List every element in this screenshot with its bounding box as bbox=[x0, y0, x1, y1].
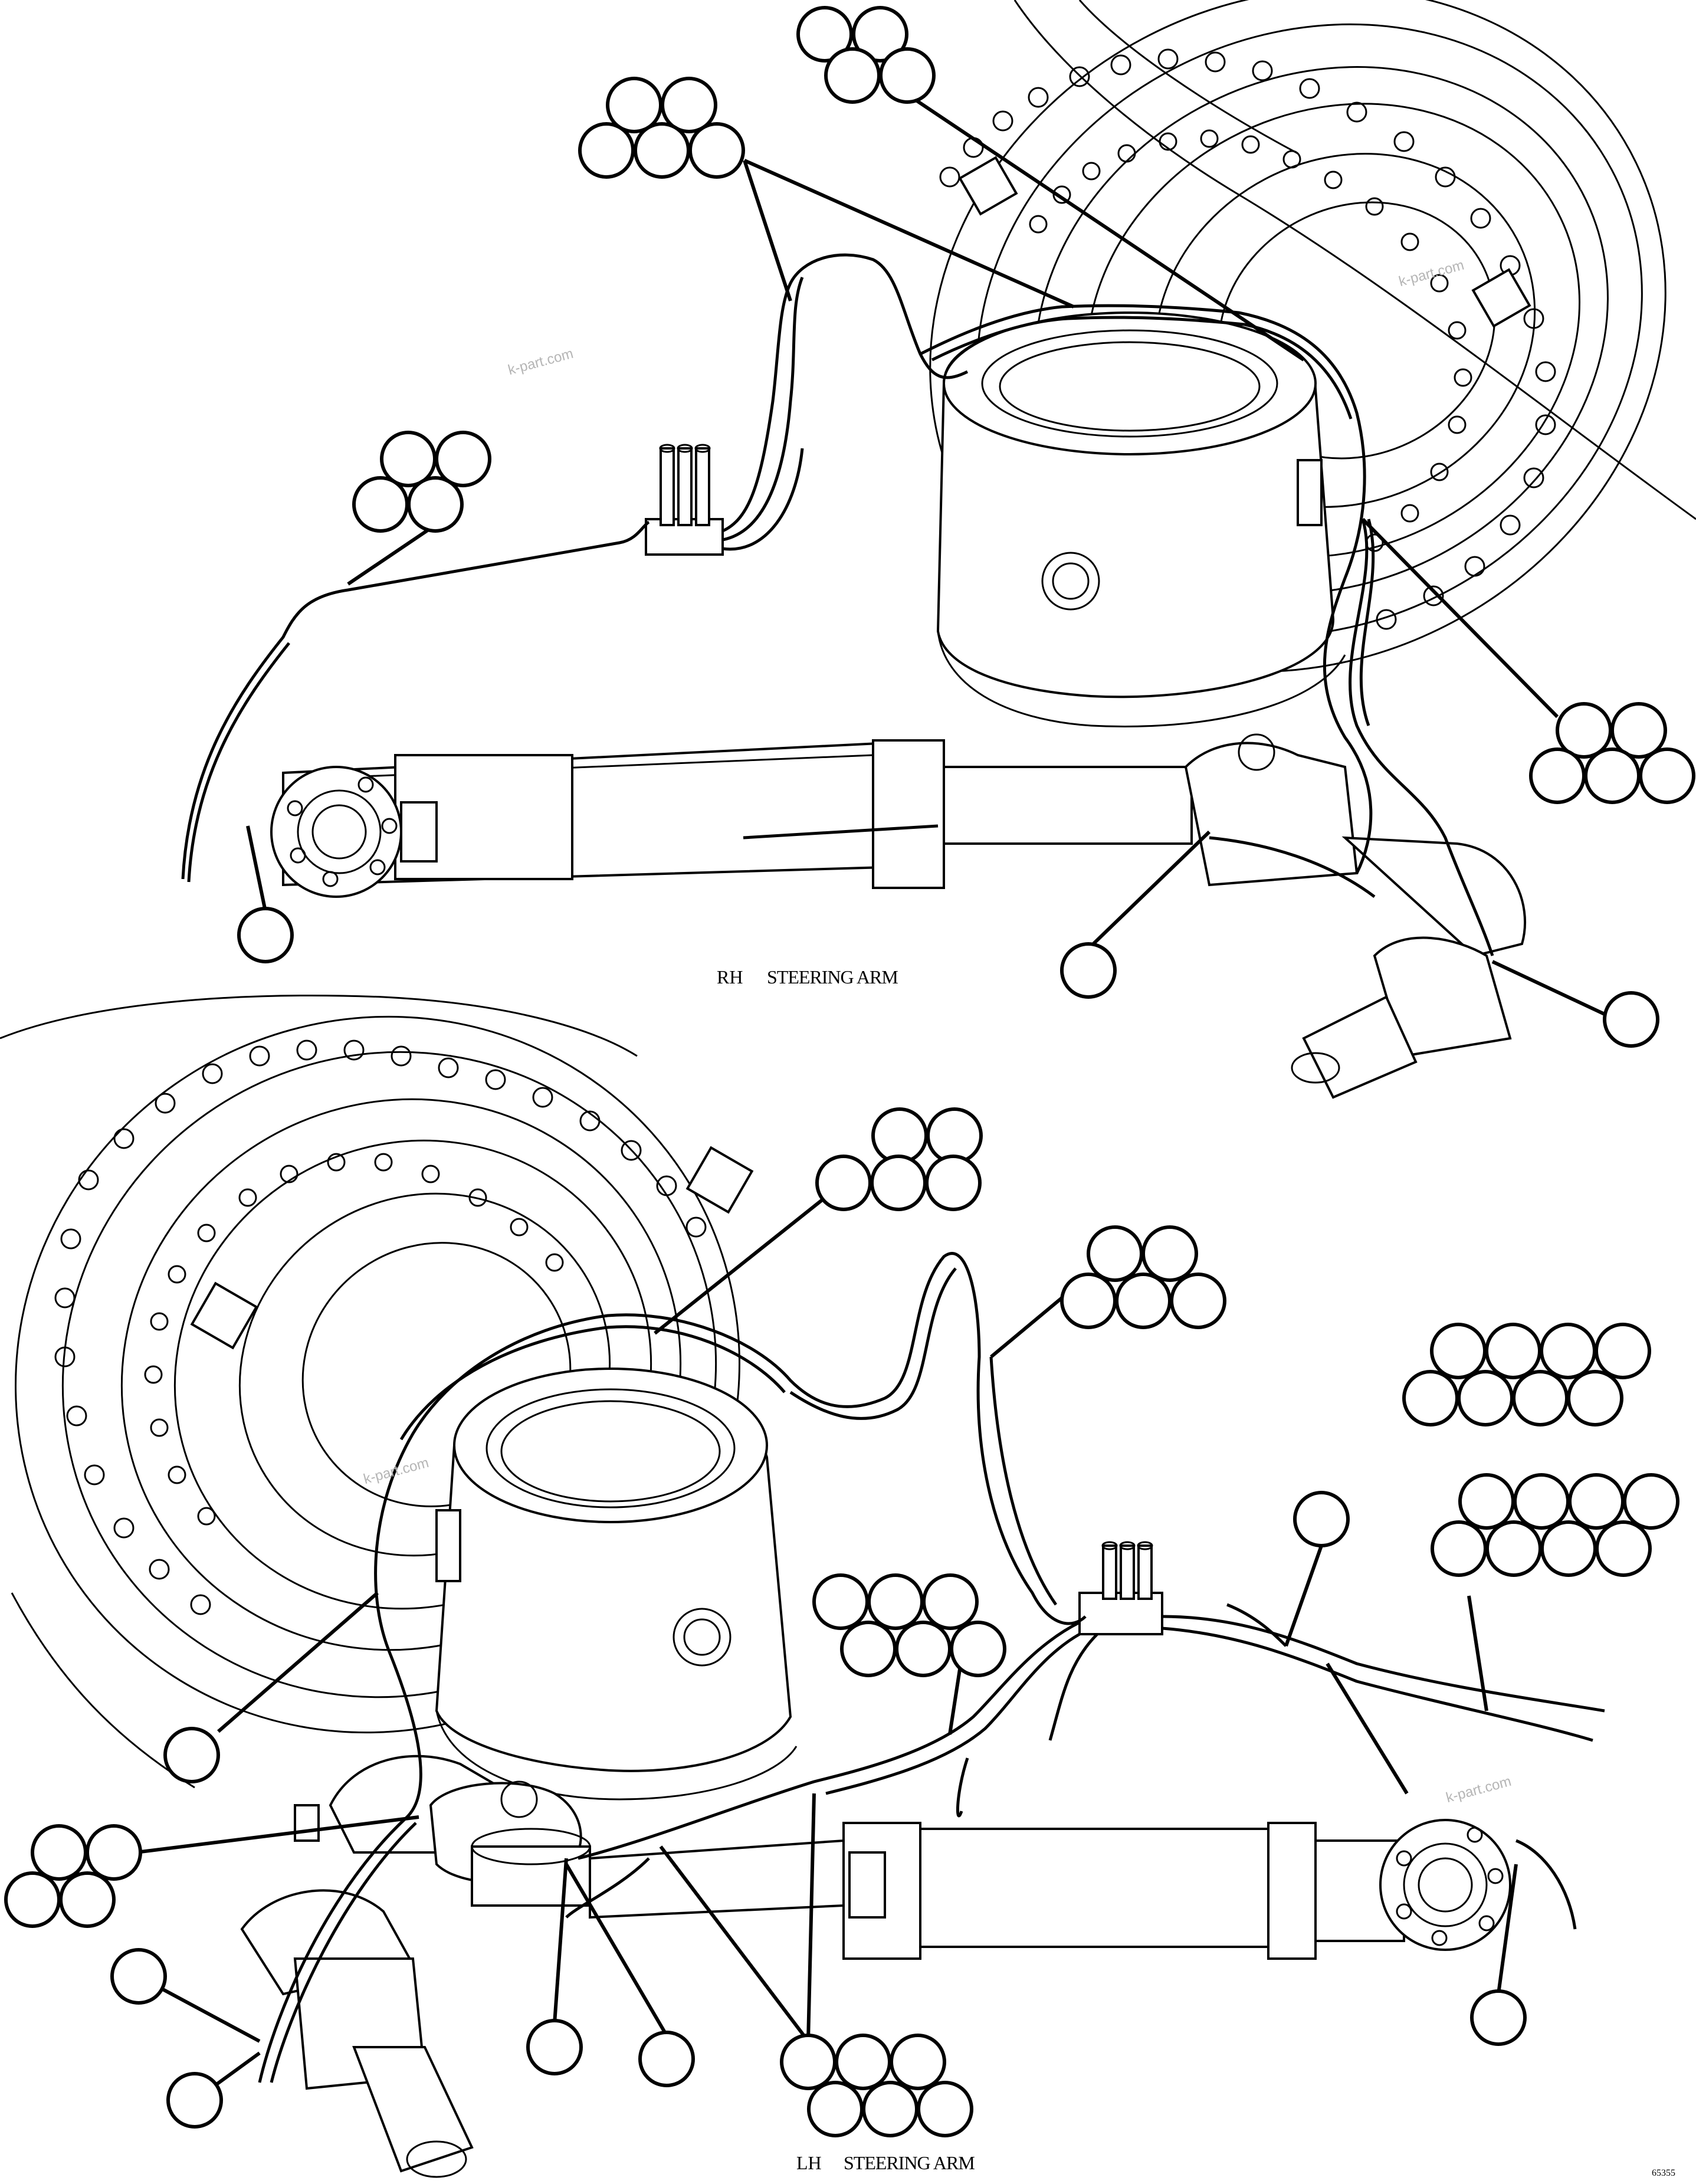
lh-hydraulic-lines bbox=[258, 1252, 1605, 2083]
callout-bubble bbox=[871, 1107, 928, 1164]
callout-bubble bbox=[1568, 1473, 1625, 1530]
callout-bubble bbox=[890, 2034, 946, 2090]
rh-view bbox=[181, 0, 1696, 1099]
callout-bubble bbox=[1610, 702, 1667, 759]
callout-bubble bbox=[1060, 942, 1117, 999]
lh-view-side-label: LH bbox=[796, 2152, 822, 2173]
callout-bubble bbox=[815, 1155, 872, 1211]
callout-bubble bbox=[163, 1727, 220, 1783]
callout-bubble bbox=[1087, 1225, 1143, 1282]
rh-hydraulic-lines bbox=[181, 253, 1494, 956]
callout-bubble bbox=[1512, 1370, 1569, 1427]
lh-view-title: STEERING ARM bbox=[844, 2152, 975, 2173]
callout-bubble bbox=[1513, 1473, 1570, 1530]
callout-bubble bbox=[1595, 1520, 1652, 1577]
callout-bubble bbox=[926, 1107, 983, 1164]
rh-steering-cylinder bbox=[270, 733, 1527, 1099]
rh-view-side-label: RH bbox=[717, 966, 743, 988]
callout-bubble bbox=[1141, 1225, 1198, 1282]
callout-bubble bbox=[1431, 1520, 1487, 1577]
callout-bubble bbox=[31, 1824, 87, 1881]
callout-bubble bbox=[110, 1948, 167, 2005]
callout-bubble bbox=[688, 122, 745, 179]
callout-bubble bbox=[1470, 1989, 1527, 2046]
callout-bubble bbox=[1170, 1273, 1226, 1329]
callout-bubble bbox=[862, 2081, 918, 2137]
callout-bubble bbox=[1595, 1323, 1651, 1379]
callout-bubble bbox=[807, 2081, 864, 2137]
callout-bubble bbox=[86, 1824, 142, 1881]
callout-bubble bbox=[166, 2072, 223, 2129]
callout-bubble bbox=[59, 1871, 116, 1928]
callout-bubble bbox=[925, 1155, 982, 1211]
callout-bubble bbox=[840, 1621, 897, 1677]
lh-hub-bolts bbox=[54, 1039, 707, 1615]
callout-bubble bbox=[638, 2031, 695, 2087]
callout-bubble bbox=[1115, 1273, 1172, 1329]
callout-bubble bbox=[852, 6, 908, 63]
callout-bubble bbox=[867, 1573, 924, 1630]
callout-bubble bbox=[950, 1621, 1006, 1677]
callout-bubble bbox=[1430, 1323, 1487, 1379]
callout-bubble bbox=[1060, 1273, 1117, 1329]
callout-bubble bbox=[237, 907, 294, 963]
callout-bubble bbox=[780, 2034, 836, 2090]
rh-manifold-block bbox=[645, 444, 724, 556]
callout-bubble bbox=[835, 2034, 891, 2090]
rh-leader-lines bbox=[246, 93, 1607, 1016]
callout-bubble bbox=[1540, 1520, 1597, 1577]
callout-bubble bbox=[1603, 991, 1659, 1048]
drawing-number: 65355 bbox=[1652, 2168, 1675, 2178]
callout-bubble bbox=[879, 47, 936, 104]
callout-bubble bbox=[1293, 1491, 1350, 1547]
callout-bubble bbox=[352, 476, 409, 533]
callout-bubble bbox=[1402, 1370, 1459, 1427]
callout-bubble bbox=[1457, 1370, 1514, 1427]
callout-bubble bbox=[1623, 1473, 1679, 1530]
callout-bubble bbox=[1458, 1473, 1515, 1530]
callout-bubble bbox=[1485, 1520, 1542, 1577]
callout-bubble bbox=[870, 1155, 927, 1211]
callout-bubble bbox=[895, 1621, 952, 1677]
rh-callouts bbox=[237, 6, 1695, 1048]
rh-hub-bolts bbox=[939, 48, 1556, 630]
callout-bubble bbox=[435, 431, 491, 487]
rh-kingpin-housing bbox=[936, 311, 1346, 727]
callout-bubble bbox=[4, 1871, 61, 1928]
lh-steering-cylinder bbox=[240, 1755, 1511, 2178]
callout-bubble bbox=[1529, 747, 1586, 804]
callout-bubble bbox=[634, 122, 690, 179]
callout-bubble bbox=[796, 6, 853, 63]
callout-bubble bbox=[1540, 1323, 1596, 1379]
callout-bubble bbox=[917, 2081, 973, 2137]
callout-bubble bbox=[824, 47, 881, 104]
lh-kingpin-housing bbox=[435, 1368, 798, 1801]
callout-bubble bbox=[1639, 747, 1695, 804]
lh-callouts bbox=[4, 1107, 1679, 2137]
lh-view bbox=[0, 995, 1679, 2178]
lh-leader-lines bbox=[135, 1181, 1518, 2102]
callout-bubble bbox=[661, 77, 717, 133]
callout-bubble bbox=[812, 1573, 869, 1630]
callout-bubble bbox=[578, 122, 635, 179]
lh-manifold-block bbox=[1078, 1541, 1163, 1635]
callout-bubble bbox=[1584, 747, 1641, 804]
callout-bubble bbox=[1567, 1370, 1623, 1427]
rh-view-title: STEERING ARM bbox=[767, 966, 898, 988]
callout-bubble bbox=[922, 1573, 979, 1630]
callout-bubble bbox=[1485, 1323, 1541, 1379]
callout-bubble bbox=[526, 2019, 583, 2075]
callout-bubble bbox=[606, 77, 662, 133]
callout-bubble bbox=[407, 476, 464, 533]
